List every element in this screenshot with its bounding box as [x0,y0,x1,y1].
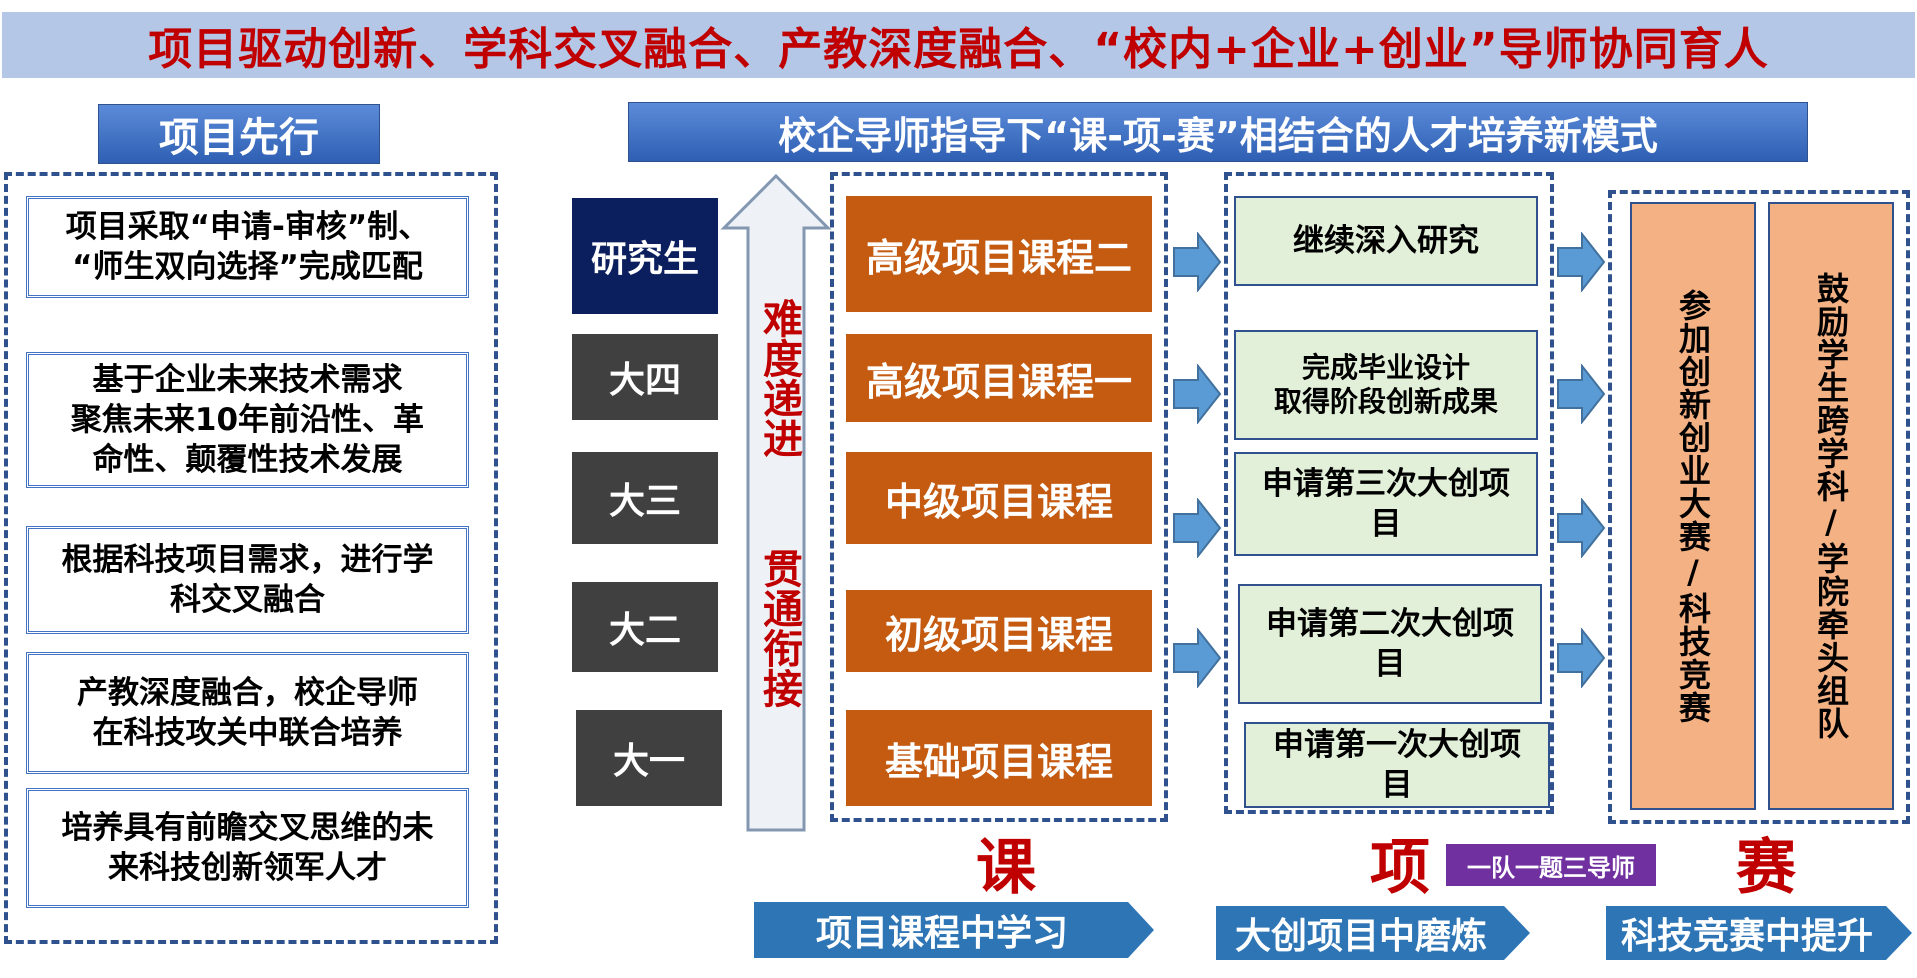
left-item-line: 命性、颠覆性技术发展 [92,442,403,478]
competition-innovation: 参加创新创业大赛/科技竞赛 [1630,202,1756,810]
year-label: 大四 [608,360,681,401]
project-line: 继续深入研究 [1293,223,1479,259]
left-item-1: 项目采取“申请-审核”制、 “师生双向选择”完成匹配 [26,196,469,298]
course-label: 高级项目课程一 [865,359,1132,404]
left-item-line: “师生双向选择”完成匹配 [72,249,423,285]
left-item-line: 科交叉融合 [170,582,325,618]
project-line: 申请第一次大创项 [1273,727,1521,763]
course-label: 基础项目课程 [884,739,1113,784]
page-title-banner: 项目驱动创新、学科交叉融合、产教深度融合、“校内+企业+创业”导师协同育人 [2,12,1915,78]
project-third-application: 申请第三次大创项目 [1234,452,1538,556]
project-column [1224,172,1554,814]
section-label-text: 项 [1370,832,1430,903]
section-label-competition: 赛 [1726,824,1806,903]
left-item-5: 培养具有前瞻交叉思维的未来科技创新领军人才 [26,788,469,908]
left-panel: 项目采取“申请-审核”制、 “师生双向选择”完成匹配 基于企业未来技术需求聚焦未来… [4,172,498,944]
project-line: 申请第二次大创项 [1266,606,1514,642]
project-line: 目 [1381,767,1413,803]
course-intermediate: 中级项目课程 [846,452,1152,544]
year-freshman: 大一 [576,710,722,806]
left-item-line: 根据科技项目需求，进行学 [61,542,434,578]
left-header: 项目先行 [98,104,380,164]
section-label-text: 赛 [1736,832,1796,903]
year-graduate: 研究生 [572,198,718,314]
year-label: 大三 [608,481,681,522]
difficulty-up-arrow [720,173,832,832]
project-line: 目 [1370,506,1402,542]
project-further-research: 继续深入研究 [1234,196,1538,286]
bottom-label-text: 项目课程中学习 [815,913,1068,954]
year-label: 大二 [608,610,681,651]
left-item-line: 基于企业未来技术需求 [92,362,403,398]
project-line: 取得阶段创新成果 [1273,385,1498,418]
section-label-text: 课 [976,832,1036,903]
course-advanced-2: 高级项目课程二 [846,196,1152,312]
bottom-label-competition: 科技竞赛中提升 [1606,906,1912,960]
left-item-line: 产教深度融合，校企导师 [77,675,418,711]
left-item-line: 来科技创新领军人才 [108,850,387,886]
competition-label: 鼓励学生跨学科/学院牵头组队 [1812,272,1850,740]
bottom-label-project: 大创项目中磨炼 [1216,906,1530,960]
team-badge: 一队一题三导师 [1446,844,1656,886]
section-label-project: 项 [1360,824,1440,903]
course-elementary: 初级项目课程 [846,590,1152,672]
year-label: 大一 [612,741,685,782]
left-header-text: 项目先行 [159,115,319,161]
course-label: 初级项目课程 [884,612,1113,657]
arrow-right-icon [1173,232,1222,292]
arrow-text-top-label: 难度递进 [756,298,802,458]
project-line: 申请第三次大创项 [1262,466,1510,502]
page-title: 项目驱动创新、学科交叉融合、产教深度融合、“校内+企业+创业”导师协同育人 [148,24,1769,75]
bottom-label-text: 大创项目中磨炼 [1234,916,1487,957]
arrow-right-icon [1557,498,1606,558]
arrow-right-icon [1173,498,1222,558]
project-graduation-design: 完成毕业设计取得阶段创新成果 [1234,330,1538,440]
year-label: 研究生 [590,239,699,280]
left-item-line: 在科技攻关中联合培养 [92,715,403,751]
project-first-application: 申请第一次大创项目 [1244,722,1550,808]
arrow-text-bottom: 贯通衔接 [754,548,802,720]
year-senior: 大四 [572,334,718,420]
section-label-course: 课 [966,824,1046,903]
arrow-right-icon [1173,364,1222,424]
main-header: 校企导师指导下“课-项-赛”相结合的人才培养新模式 [628,102,1808,162]
left-item-2: 基于企业未来技术需求聚焦未来10年前沿性、革命性、颠覆性技术发展 [26,352,469,488]
course-basic: 基础项目课程 [846,710,1152,806]
bottom-label-course: 项目课程中学习 [754,902,1154,958]
arrow-right-icon [1557,364,1606,424]
project-line: 目 [1374,646,1406,682]
left-item-4: 产教深度融合，校企导师在科技攻关中联合培养 [26,652,469,774]
year-junior: 大三 [572,452,718,544]
competition-label: 参加创新创业大赛/科技竞赛 [1674,288,1712,724]
arrow-right-icon [1557,628,1606,688]
course-advanced-1: 高级项目课程一 [846,334,1152,422]
project-line: 完成毕业设计 [1301,351,1470,384]
arrow-right-icon [1557,232,1606,292]
arrow-text-bottom-label: 贯通衔接 [756,548,802,708]
competition-column [1608,190,1910,824]
competition-cross-discipline: 鼓励学生跨学科/学院牵头组队 [1768,202,1894,810]
left-item-line: 培养具有前瞻交叉思维的未 [61,810,434,846]
arrow-right-icon [1173,628,1222,688]
course-column [830,172,1168,822]
arrow-text-top: 难度递进 [754,298,802,470]
left-item-line: 项目采取“申请-审核”制、 [65,209,430,245]
course-label: 高级项目课程二 [865,235,1132,280]
course-label: 中级项目课程 [884,479,1113,524]
project-second-application: 申请第二次大创项目 [1238,584,1542,704]
team-badge-text: 一队一题三导师 [1467,853,1635,882]
left-item-3: 根据科技项目需求，进行学科交叉融合 [26,526,469,634]
left-item-line: 聚焦未来10年前沿性、革 [70,402,425,438]
bottom-label-text: 科技竞赛中提升 [1620,916,1873,957]
main-header-text: 校企导师指导下“课-项-赛”相结合的人才培养新模式 [778,113,1658,158]
year-sophomore: 大二 [572,582,718,672]
